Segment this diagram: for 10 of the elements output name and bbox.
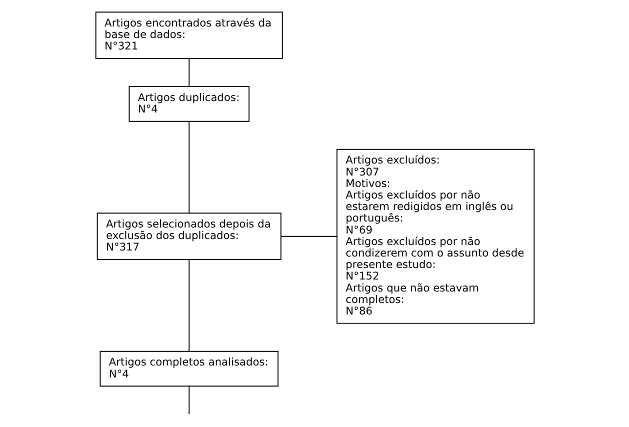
connector <box>188 120 190 214</box>
connector <box>188 386 190 415</box>
node-box: Artigos duplicados: N°4 <box>128 86 250 122</box>
node-box: Artigos completos analisados: N°4 <box>99 350 278 387</box>
node-box: Artigos encontrados através da base de dados: N°321 <box>94 12 282 59</box>
connector <box>188 58 190 88</box>
node-box: Artigos selecionados depois da exclusão dos duplicados: N°317 <box>96 212 281 260</box>
connector <box>280 236 337 237</box>
connector <box>188 259 190 352</box>
node-box: Artigos excluídos: N°307 Motivos: Artigos excluídos por não estarem redigidos em inglês ou português: N°69 Artigos excluídos por não condizerem com o assunto desde presente estudo: N°152 Artigos que não estavam completos: N°86 <box>336 148 534 324</box>
